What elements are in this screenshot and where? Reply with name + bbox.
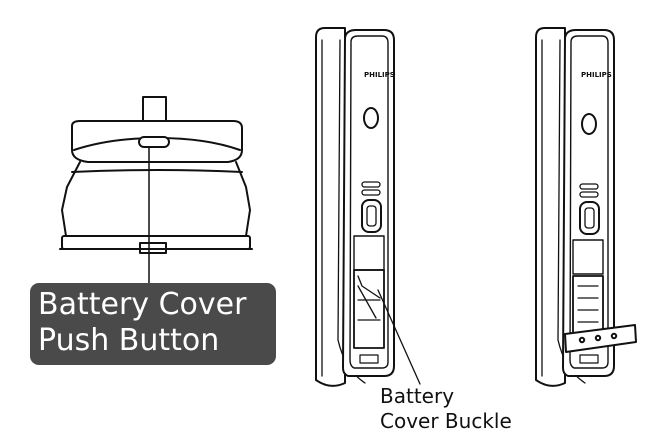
push-button-shape	[138, 136, 170, 148]
push-button-callout: Battery Cover Push Button	[30, 283, 276, 365]
lock-cover-open	[535, 27, 637, 387]
handle-illustration	[59, 96, 253, 289]
buckle-label: Battery Cover Buckle	[380, 384, 512, 434]
buckle-label-line-2: Cover Buckle	[380, 409, 512, 433]
callout-line-2: Push Button	[38, 323, 220, 358]
brand-logo-left: PHILIPS	[364, 71, 395, 79]
callout-line-1: Battery Cover	[38, 287, 247, 322]
buckle-leader-line	[377, 289, 421, 385]
buckle-label-line-1: Battery	[380, 384, 455, 408]
lock-cover-closed	[315, 27, 395, 387]
brand-logo-right: PHILIPS	[581, 71, 612, 79]
